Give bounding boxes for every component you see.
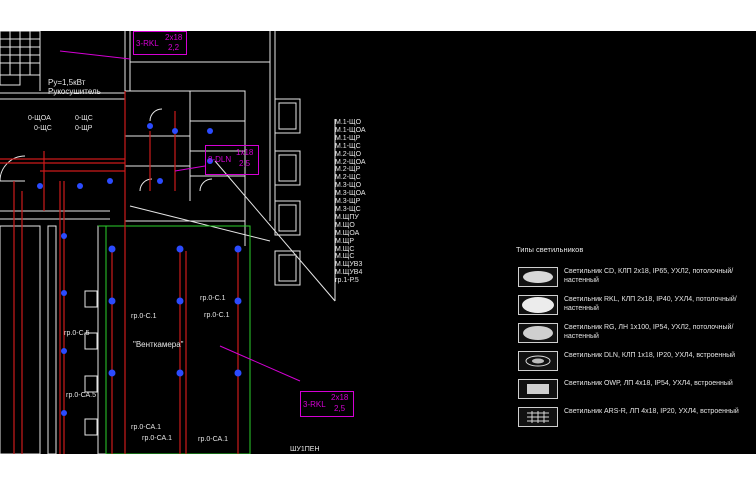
panel-lamp-icon xyxy=(518,379,558,399)
group-label: гр.0-СА.1 xyxy=(131,424,162,431)
circuit-item: М.1-ЩР xyxy=(335,134,361,142)
legend-item-text: Светильник ARS-R, ЛП 4х18, IP20, УХЛ4, в… xyxy=(564,408,739,415)
group-label: гр.0-С.1 xyxy=(200,295,226,302)
fixture-legend: Типы светильников Светильник CD, КЛП 2х1… xyxy=(516,245,752,434)
circuit-item: М.1-ЩО xyxy=(335,119,362,126)
group-label: гр.0-СА.1 xyxy=(142,435,173,442)
group-label: гр.0-СА.5 xyxy=(66,392,97,399)
legend-item: Светильник ARS-R, ЛП 4х18, IP20, УХЛ4, в… xyxy=(516,406,752,428)
round-lamp-icon xyxy=(518,295,558,315)
circuit-item: М.1-ЩОА xyxy=(335,126,366,134)
circuit-item: М.1-ЩС xyxy=(335,142,361,150)
legend-item-text: Светильник CD, КЛП 2х18, IP65, УХЛ2, пот… xyxy=(564,268,734,284)
legend-item-text: Светильник RG, ЛН 1х100, IP54, УХЛ2, пот… xyxy=(564,324,734,340)
legend-title: Типы светильников xyxy=(516,245,584,254)
room-tag-3-value: 2,5 xyxy=(334,404,346,413)
dryer-power-label: Pу=1,5кВт xyxy=(48,78,86,87)
switch-label: 0-ЩС xyxy=(34,125,52,132)
room-tag-2 xyxy=(205,145,259,175)
circuit-item: М.ЩУВ4 xyxy=(335,269,363,277)
circuit-item: М.ЩОА xyxy=(335,229,360,237)
room-tag-1 xyxy=(133,31,187,55)
room-tag-1-value: 2,2 xyxy=(168,43,180,52)
switch-label: 0-ЩР xyxy=(75,125,93,132)
circuit-item: М.2-ЩО xyxy=(335,150,362,158)
legend-item: Светильник DLN, КЛП 1х18, IP20, УХЛ4, вс… xyxy=(516,350,752,372)
switch-label: 0-ЩОА xyxy=(28,115,51,122)
legend-item: Светильник CD, КЛП 2х18, IP65, УХЛ2, пот… xyxy=(516,266,752,288)
group-label: гр.0-С.5 xyxy=(64,330,90,337)
circuit-item: М.ЩПУ xyxy=(335,213,359,221)
downlight-icon xyxy=(518,351,558,371)
grid-lamp-icon xyxy=(518,407,558,427)
room-tag-1-formula: 2x18 xyxy=(165,33,183,42)
legend-item-text: Светильник RKL, КЛП 2х18, IP40, УХЛ4, по… xyxy=(564,296,737,312)
group-label: гр.0-С.1 xyxy=(131,313,157,320)
room-tag-3-code: 3-RKL xyxy=(303,400,326,409)
room-tag-3 xyxy=(300,391,354,417)
dryer-name-label: Рукосушитель xyxy=(48,87,101,96)
room-tag-3-formula: 2x18 xyxy=(331,393,349,402)
circuit-item: М.2-ЩР xyxy=(335,166,361,174)
room-name: "Венткамера" xyxy=(133,340,184,349)
room-tag-2-code: 8-DLN xyxy=(208,155,232,164)
circuit-item: М.ЩУВ3 xyxy=(335,261,363,269)
circuit-item: М.2-ЩС xyxy=(335,174,361,182)
circuit-item: М.3-ЩО xyxy=(335,182,362,190)
circuit-item: М.ЩО xyxy=(335,221,355,229)
switch-label: 0-ЩС xyxy=(75,115,93,122)
circuit-item: М.ЩР xyxy=(335,237,355,245)
cad-drawing-canvas: 3-RKL 2x18 2,2 8-DLN 1x18 2,5 3-RKL 2x18… xyxy=(0,31,756,454)
legend-item: Светильник OWP, ЛП 4х18, IP54, УХЛ4, вст… xyxy=(516,378,752,400)
circuit-item: М.3-ЩР xyxy=(335,198,361,206)
legend-item-text: Светильник DLN, КЛП 1х18, IP20, УХЛ4, вс… xyxy=(564,352,736,359)
circuit-item: М.ЩС xyxy=(335,253,355,261)
legend-item-text: Светильник OWP, ЛП 4х18, IP54, УХЛ4, вст… xyxy=(564,380,733,387)
room-tag-2-value: 2,5 xyxy=(239,159,251,168)
group-label: гр.0-СА.1 xyxy=(198,436,229,443)
oval-lamp-icon xyxy=(518,267,558,287)
bottom-label: ШУ1ПЕН xyxy=(290,446,320,453)
circuit-item: М.3-ЩС xyxy=(335,205,361,213)
circuit-item: гр.1-Р.5 xyxy=(335,277,359,285)
legend-item: Светильник RKL, КЛП 2х18, IP40, УХЛ4, по… xyxy=(516,294,752,316)
circuit-item: М.2-ЩОА xyxy=(335,158,366,166)
room-tag-1-code: 3-RKL xyxy=(136,39,159,48)
legend-item: Светильник RG, ЛН 1х100, IP54, УХЛ2, пот… xyxy=(516,322,752,344)
floor-plan-drawing xyxy=(0,31,336,454)
group-label: гр.0-С.1 xyxy=(204,312,230,319)
circuit-item: М.ЩС xyxy=(335,245,355,253)
circuit-item: М.3-ЩОА xyxy=(335,190,366,198)
oval-lamp-icon xyxy=(518,323,558,343)
room-tag-2-formula: 1x18 xyxy=(236,148,254,157)
